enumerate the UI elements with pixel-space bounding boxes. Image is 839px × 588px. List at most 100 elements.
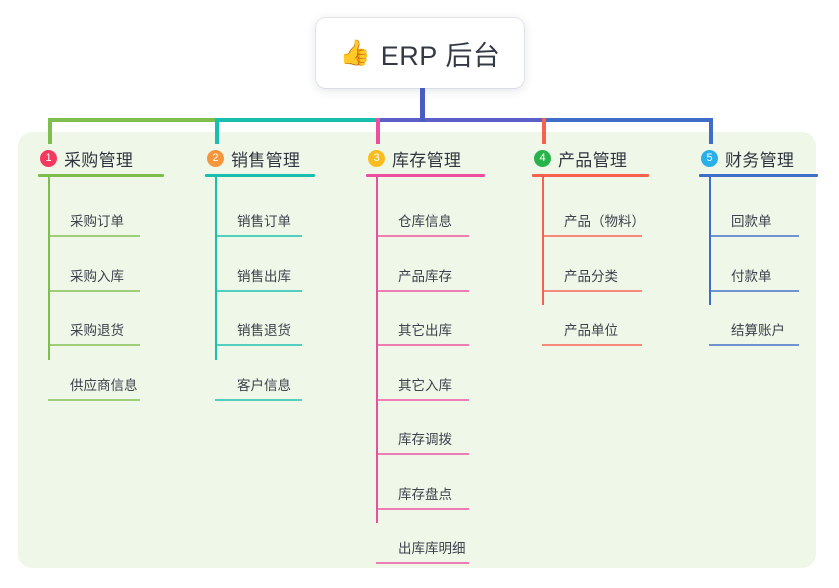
branches-panel: 1 采购管理采购订单采购入库采购退货供应商信息 2 销售管理销售订单销售出库销售退货客… [18,132,818,568]
leaf-label: 产品单位 [564,323,618,338]
leaf-underline [215,398,302,401]
list-item[interactable]: 采购订单 [48,191,180,237]
leaf-underline [376,562,469,564]
thumbs-up-emoji: 👍 [339,38,371,67]
list-item[interactable]: 采购退货 [48,300,180,346]
list-item[interactable]: 库存调拨 [376,409,509,455]
leaf-underline [709,289,799,292]
leaf-underline [376,289,469,292]
leaf-label: 其它入库 [398,377,452,393]
branch-drop-5 [709,118,713,144]
leaf-underline [215,289,302,292]
connector-bar-segment-4 [420,118,546,122]
leaf-label: 产品（物料） [564,214,645,229]
list-item[interactable]: 回款单 [709,191,839,237]
column-spine [48,175,50,360]
connector-bar-segment-5 [542,118,713,122]
leaf-label: 产品分类 [564,268,618,284]
column-number-badge: 4 [534,149,551,167]
list-item[interactable]: 销售订单 [215,191,342,237]
leaf-underline [48,235,140,237]
leaf-label: 供应商信息 [70,377,138,393]
connector-bar-segment-2 [215,118,380,122]
column-销售管理: 2 销售管理销售订单销售出库销售退货客户信息 [185,132,340,401]
column-number-badge: 1 [40,149,57,167]
leaf-underline [376,398,469,401]
column-number-badge: 5 [701,149,718,167]
list-item[interactable]: 供应商信息 [48,355,180,401]
column-number-badge: 3 [368,149,385,167]
leaf-label: 采购入库 [70,268,124,284]
list-item[interactable]: 产品分类 [542,246,682,292]
list-item[interactable]: 产品（物料） [542,191,682,237]
list-item[interactable]: 产品单位 [542,300,682,346]
branch-drop-1 [48,118,52,144]
list-item[interactable]: 其它入库 [376,355,509,401]
column-title: 财务管理 [725,150,795,170]
leaf-underline [48,289,140,292]
list-item[interactable]: 结算账户 [709,300,839,346]
root-node-content: 👍 ERP 后台 [340,34,501,73]
column-title: 销售管理 [231,150,301,170]
column-spine [709,175,711,305]
leaf-underline [376,235,469,237]
list-item[interactable]: 仓库信息 [376,191,509,237]
leaf-underline [376,507,469,510]
leaf-underline [215,344,302,346]
leaf-label: 销售订单 [237,214,291,229]
column-header-underline [532,174,649,177]
branch-drop-3 [376,118,380,144]
column-采购管理: 1 采购管理采购订单采购入库采购退货供应商信息 [18,132,178,401]
connector-bar-segment-3 [376,118,424,122]
leaf-underline [215,235,302,237]
branch-drop-2 [215,118,219,144]
column-库存管理: 3 库存管理仓库信息产品库存其它出库其它入库库存调拨库存盘点出库库明细 [346,132,506,564]
leaf-underline [542,289,642,292]
leaf-label: 采购退货 [70,323,124,338]
list-item[interactable]: 销售退货 [215,300,342,346]
list-item[interactable]: 出库库明细 [376,518,509,564]
list-item[interactable]: 其它出库 [376,300,509,346]
column-header-underline [699,174,818,177]
leaf-label: 产品库存 [398,268,452,284]
leaf-label: 销售退货 [237,323,291,338]
column-number-badge: 2 [207,149,224,167]
list-item[interactable]: 产品库存 [376,246,509,292]
leaf-label: 结算账户 [731,323,785,338]
leaf-label: 采购订单 [70,214,124,229]
column-title: 库存管理 [392,150,462,170]
column-header-1[interactable]: 1 采购管理 [18,142,178,174]
column-header-3[interactable]: 3 库存管理 [346,142,506,174]
column-spine [215,175,217,360]
branch-drop-4 [542,118,546,144]
leaf-underline [376,344,469,346]
leaf-underline [376,453,469,455]
root-stem [420,88,425,122]
leaf-underline [709,344,799,346]
list-item[interactable]: 客户信息 [215,355,342,401]
root-node-card[interactable]: 👍 ERP 后台 [316,18,524,88]
leaf-label: 销售出库 [237,268,291,284]
list-item[interactable]: 销售出库 [215,246,342,292]
column-title: 采购管理 [64,150,134,170]
list-item[interactable]: 付款单 [709,246,839,292]
column-header-underline [366,174,485,177]
leaf-label: 其它出库 [398,323,452,338]
leaf-underline [48,344,140,346]
list-item[interactable]: 库存盘点 [376,464,509,510]
column-header-underline [205,174,315,177]
page-title: ERP 后台 [380,40,501,71]
leaf-label: 客户信息 [237,377,291,393]
list-item[interactable]: 采购入库 [48,246,180,292]
column-header-5[interactable]: 5 财务管理 [679,142,829,174]
leaf-underline [709,235,799,237]
column-header-underline [38,174,164,177]
column-header-2[interactable]: 2 销售管理 [185,142,340,174]
leaf-label: 出库库明细 [398,541,466,556]
leaf-label: 回款单 [731,214,772,229]
leaf-label: 库存盘点 [398,486,452,502]
